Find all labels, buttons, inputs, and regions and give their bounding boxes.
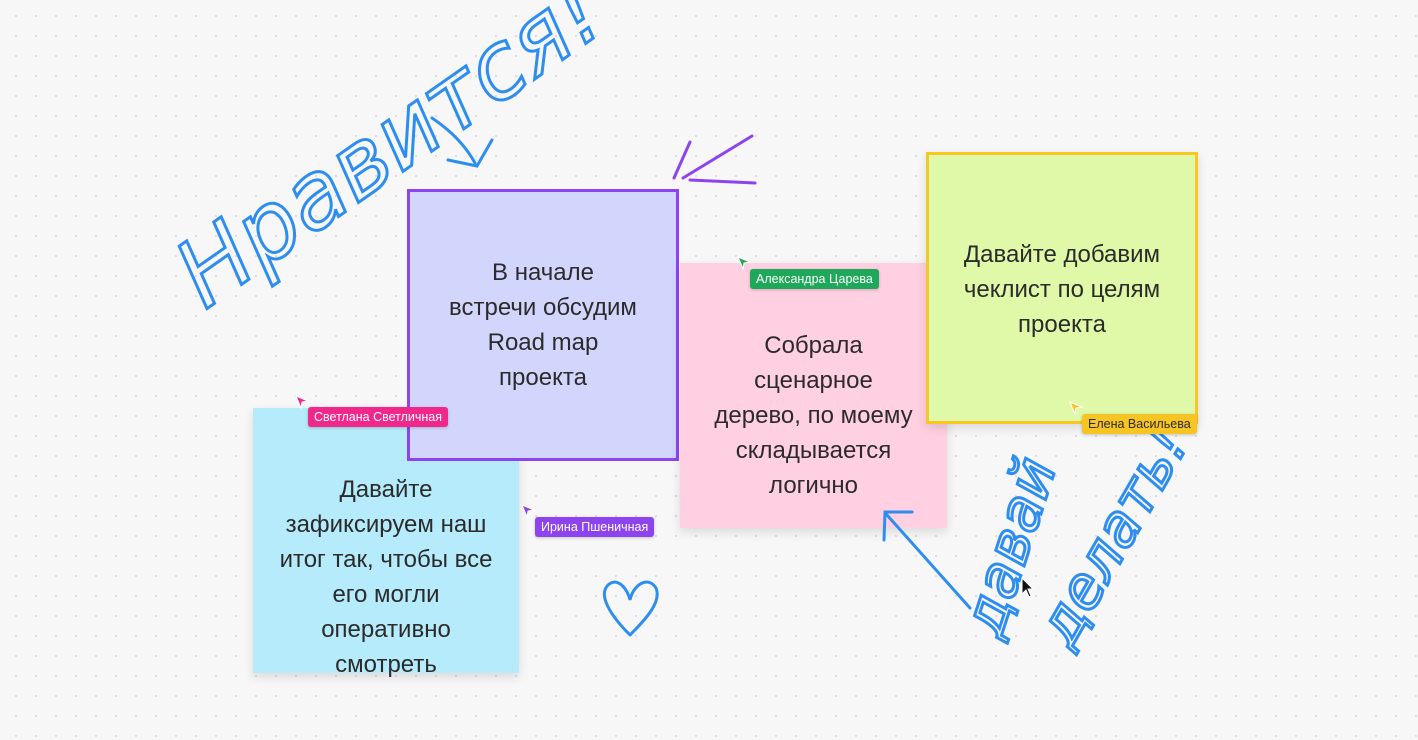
cursor-icon-elena [1069,401,1084,416]
arrow-down-icon [430,116,494,168]
handwriting-delat: делать! [1023,415,1202,657]
collaborator-label-irina: Ирина Пшеничная [535,517,655,537]
sticky-note-purple-selected[interactable]: В начале встречи обсудим Road map проект… [407,189,679,461]
cursor-icon-aleksandra [737,256,752,271]
note-text: Давайте зафиксируем наш итог так, чтобы … [279,476,493,678]
purple-accent-lines [672,134,757,185]
cursor-icon-irina [521,504,536,519]
handwriting-davai: давай [948,449,1070,645]
note-text: Давайте добавим чеклист по целям проекта [963,241,1161,338]
heart-icon [602,580,659,637]
note-text: Собрала сценарное дерево, по моему склад… [714,332,913,499]
sticky-note-pink[interactable]: Собрала сценарное дерево, по моему склад… [680,263,947,528]
collaborator-label-aleksandra: Александра Царева [750,269,879,289]
note-text: В начале встречи обсудим Road map проект… [449,259,637,391]
collaborator-label-svetlana: Светлана Светличная [308,407,449,427]
mouse-pointer-icon [1021,576,1035,598]
cursor-icon-svetlana [295,395,310,410]
collaborator-label-elena: Елена Васильева [1082,414,1197,434]
sticky-note-green-selected[interactable]: Давайте добавим чеклист по целям проекта [926,152,1198,424]
